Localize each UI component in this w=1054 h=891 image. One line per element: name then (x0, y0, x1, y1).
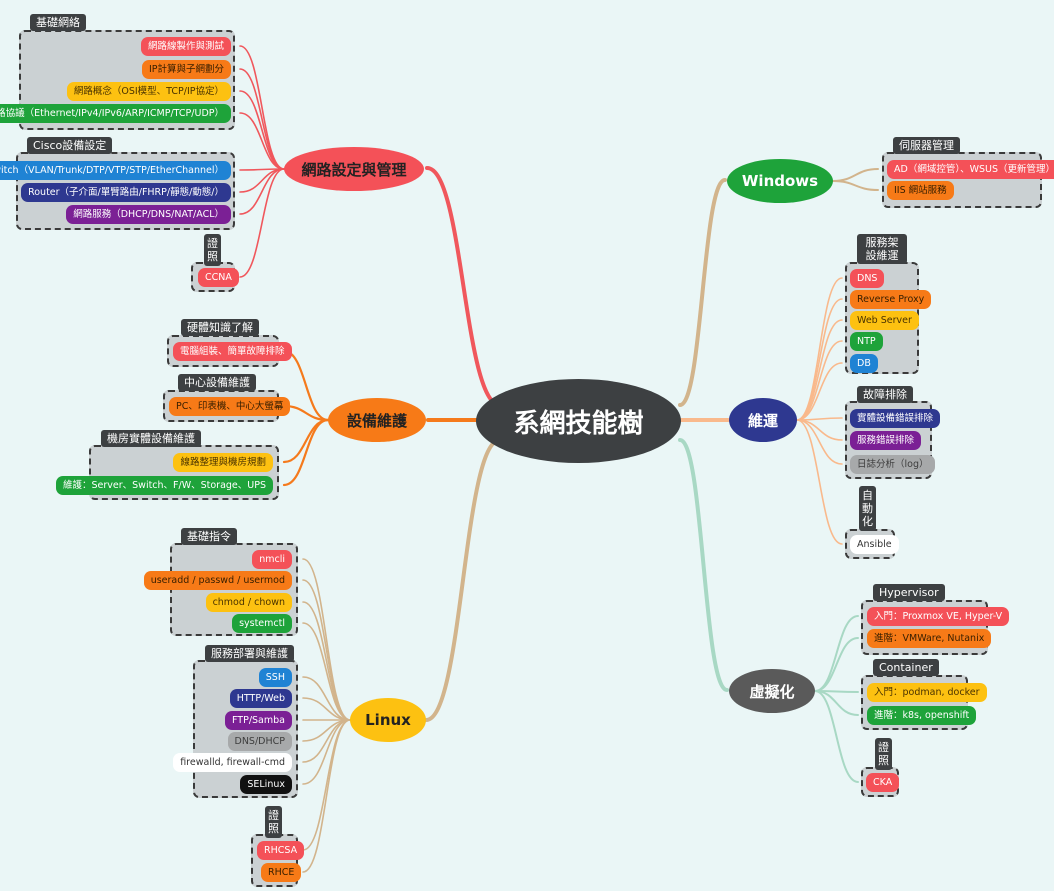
list-item[interactable]: 服務錯誤排除 (850, 431, 922, 450)
list-item[interactable]: CKA (866, 773, 900, 792)
branch-linux[interactable]: Linux (350, 698, 426, 742)
edge-root-windows (678, 178, 727, 407)
list-item[interactable]: 網路線製作與測試 (140, 37, 231, 56)
list-item[interactable]: 入門：podman, docker (867, 683, 987, 702)
group-label: Cisco設備設定 (27, 137, 113, 154)
list-item[interactable]: useradd / passwd / usermod (143, 571, 292, 590)
list-item[interactable]: DNS/DHCP (227, 732, 292, 751)
list-item[interactable]: 進階：k8s, openshift (867, 706, 977, 725)
connector-line (302, 719, 351, 785)
list-item[interactable]: systemctl (232, 614, 292, 633)
list-item[interactable]: IP計算與子網劃分 (141, 60, 231, 79)
list-item[interactable]: SSH (258, 668, 292, 687)
list-item[interactable]: 進階：VMWare, Nutanix (867, 629, 992, 648)
connector-line (239, 168, 285, 215)
list-item[interactable]: 實體設備錯誤排除 (850, 409, 941, 428)
list-item[interactable]: DB (850, 354, 878, 373)
connector-line (239, 68, 285, 170)
branch-hardware[interactable]: 設備維護 (328, 398, 426, 442)
connector-line (814, 690, 859, 783)
list-item[interactable]: HTTP/Web (229, 689, 292, 708)
list-item[interactable]: 電腦組裝、簡單故障排除 (173, 342, 292, 361)
list-item[interactable]: Ansible (850, 535, 899, 554)
branch-windows[interactable]: Windows (727, 159, 833, 203)
list-item[interactable]: nmcli (252, 550, 292, 569)
edge-root-network (425, 166, 502, 407)
connector-line (282, 349, 330, 422)
group-label: 證照 (265, 806, 282, 838)
edge-root-linux (424, 438, 502, 722)
list-item[interactable]: Web Server (850, 311, 919, 330)
connector-line (796, 419, 843, 465)
group-label: 基礎網絡 (30, 14, 86, 31)
list-item[interactable]: SELinux (240, 775, 292, 794)
group-label: 服務架設維運 (857, 234, 907, 264)
list-item[interactable]: Reverse Proxy (850, 290, 932, 309)
branch-network[interactable]: 網路設定與管理 (284, 147, 424, 191)
list-item[interactable]: firewalld, firewall-cmd (173, 753, 292, 772)
group-label: 自動化 (859, 486, 876, 531)
list-item[interactable]: RHCE (261, 863, 302, 882)
edge-root-virt (678, 438, 729, 692)
list-item[interactable]: 網路概念（OSI模型、TCP/IP協定） (66, 82, 231, 101)
connector-line (239, 90, 285, 170)
connector-line (302, 719, 351, 873)
group-label: 服務部署與維護 (205, 645, 294, 662)
list-item[interactable]: 線路整理與機房規劃 (173, 453, 273, 472)
connector-line (302, 622, 351, 721)
connector-line (239, 112, 285, 170)
connector-line (796, 340, 843, 421)
connector-line (814, 615, 859, 692)
list-item[interactable]: 網路服務（DHCP/DNS/NAT/ACL） (66, 205, 231, 224)
group-label: 證照 (875, 738, 892, 770)
group-label: 機房實體設備維護 (101, 430, 201, 447)
connector-line (796, 298, 843, 421)
connector-line (832, 180, 879, 191)
group-label: Hypervisor (873, 584, 945, 601)
connector-line (282, 418, 330, 487)
branch-virt[interactable]: 虛擬化 (729, 669, 815, 713)
list-item[interactable]: 維護：Server、Switch、F/W、Storage、UPS (55, 476, 273, 495)
connector-line (239, 168, 285, 278)
list-item[interactable]: chmod / chown (205, 593, 292, 612)
connector-line (796, 419, 843, 545)
group-label: 故障排除 (857, 386, 913, 403)
list-item[interactable]: CCNA (198, 268, 239, 287)
list-item[interactable]: NTP (850, 332, 883, 351)
connector-line (239, 45, 285, 170)
list-item[interactable]: DNS (850, 269, 885, 288)
list-item[interactable]: PC、印表機、中心大螢幕 (169, 397, 291, 416)
group-label: Container (873, 659, 939, 676)
group-label: 證照 (204, 234, 221, 266)
connector-line (302, 558, 351, 721)
connector-line (796, 277, 843, 421)
list-item[interactable]: 入門：Proxmox VE, Hyper-V (867, 607, 1010, 626)
connector-line (796, 419, 843, 441)
list-item[interactable]: 網路協議（Ethernet/IPv4/IPv6/ARP/ICMP/TCP/UDP… (0, 104, 231, 123)
list-item[interactable]: RHCSA (257, 841, 305, 860)
connector-line (814, 690, 859, 716)
list-item[interactable]: Switch（VLAN/Trunk/DTP/VTP/STP/EtherChann… (0, 161, 231, 180)
group-label: 硬體知識了解 (181, 319, 259, 336)
list-item[interactable]: IIS 網站服務 (887, 181, 954, 200)
connector-line (832, 168, 879, 182)
connector-line (814, 637, 859, 692)
list-item[interactable]: FTP/Samba (225, 711, 292, 730)
root-node[interactable]: 系網技能樹 (476, 379, 681, 463)
group-label: 基礎指令 (181, 528, 237, 545)
connector-line (796, 362, 843, 421)
group-label: 中心設備維護 (178, 374, 256, 391)
list-item[interactable]: Router（子介面/單臂路由/FHRP/靜態/動態/） (21, 183, 231, 202)
connector-line (302, 601, 351, 721)
group-label: 伺服器管理 (893, 137, 960, 154)
list-item[interactable]: AD（網域控管）、WSUS（更新管理） (887, 160, 1054, 179)
branch-ops[interactable]: 維運 (729, 398, 797, 442)
connector-line (796, 319, 843, 421)
list-item[interactable]: 日誌分析（log） (850, 455, 936, 474)
